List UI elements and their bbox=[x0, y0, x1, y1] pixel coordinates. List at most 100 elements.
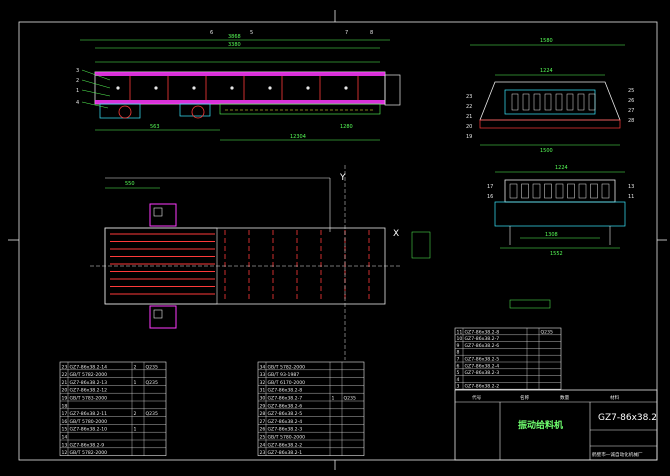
table-cell: 18 bbox=[62, 403, 68, 409]
end-bottom-dim-1: 1224 bbox=[555, 165, 568, 171]
table-cell: 17 bbox=[62, 411, 68, 417]
end-bottom-dim-2: 1308 bbox=[545, 232, 558, 238]
end-top-cell bbox=[533, 93, 541, 111]
table-cell: GB/T 5780-2000 bbox=[70, 419, 108, 425]
end-top-callout: 28 bbox=[628, 118, 634, 124]
table-cell: GB/T 93-1987 bbox=[268, 372, 300, 378]
bolt-mark bbox=[306, 86, 310, 90]
title-col-2: 名称 bbox=[520, 394, 530, 401]
side-callout-7: 7 bbox=[345, 30, 348, 36]
end-top-callout: 23 bbox=[466, 94, 472, 100]
side-callout-8: 8 bbox=[370, 30, 373, 36]
end-bottom-cell bbox=[590, 183, 598, 199]
drawing-title: 振动给料机 bbox=[518, 419, 563, 431]
table-cell: 31 bbox=[260, 388, 266, 394]
table-cell: GB/T 5782-2000 bbox=[70, 372, 108, 378]
bolt-mark bbox=[344, 86, 348, 90]
bolt-mark bbox=[192, 86, 196, 90]
table-cell: 20 bbox=[62, 388, 68, 394]
table-cell: GZ7-86x38.2-2 bbox=[268, 442, 303, 448]
table-cell: 5 bbox=[457, 370, 460, 376]
table-cell: 11 bbox=[457, 329, 463, 335]
table-cell: GZ7-86x38.2-4 bbox=[268, 419, 303, 425]
end-top-callout: 19 bbox=[466, 134, 472, 140]
side-bottom-dim-1: 563 bbox=[150, 124, 160, 130]
side-bottom-dim-3: 1280 bbox=[340, 124, 353, 130]
table-cell: 8 bbox=[457, 350, 460, 356]
end-top-callout: 27 bbox=[628, 108, 634, 114]
side-top-dim-2: 3380 bbox=[228, 42, 241, 48]
end-bottom-cell bbox=[601, 183, 610, 199]
table-cell: 3 bbox=[457, 384, 460, 390]
table-cell: GZ7-86x38.2-5 bbox=[268, 411, 303, 417]
side-bottom-dim-2: 12304 bbox=[290, 134, 306, 140]
end-bottom-cell bbox=[567, 183, 575, 199]
table-cell: Q235 bbox=[344, 396, 356, 402]
drawing-number: GZ7-86x38.2 bbox=[598, 413, 657, 423]
bolt-mark bbox=[116, 86, 120, 90]
end-top-cell bbox=[511, 93, 519, 111]
table-cell: 1 bbox=[332, 396, 335, 402]
table-cell: GZ7-86x38.2-6 bbox=[268, 403, 303, 409]
table-cell: 30 bbox=[260, 396, 266, 402]
table-cell: GZ7-86x38.2-3 bbox=[268, 427, 303, 433]
table-cell: 23 bbox=[260, 450, 266, 456]
end-bottom-dim-3: 1552 bbox=[550, 251, 563, 257]
table-cell: Q235 bbox=[146, 380, 158, 386]
table-cell: 33 bbox=[260, 372, 266, 378]
table-cell: 15 bbox=[62, 427, 68, 433]
title-block[interactable]: 代号 名称 数量 材料 振动给料机 GZ7-86x38.2 鹤壁市一诚自动化机械… bbox=[454, 389, 658, 461]
table-cell: 22 bbox=[62, 372, 68, 378]
table-cell: GZ7-86x38.2-7 bbox=[268, 396, 303, 402]
title-col-1: 代号 bbox=[472, 394, 482, 401]
end-top-callout: 22 bbox=[466, 104, 472, 110]
table-cell: 1 bbox=[134, 427, 137, 433]
bolt-mark bbox=[230, 86, 234, 90]
bolt-mark bbox=[268, 86, 272, 90]
table-cell: GZ7-86x38.2-11 bbox=[70, 411, 108, 417]
table-cell: GZ7-86x38.2-6 bbox=[465, 343, 500, 349]
table-cell: 2 bbox=[134, 411, 137, 417]
table-cell: GZ7-86x38.2-8 bbox=[465, 329, 500, 335]
side-callout-2: 2 bbox=[76, 78, 79, 84]
side-callout-3: 3 bbox=[76, 68, 79, 74]
table-cell: 21 bbox=[62, 380, 68, 386]
end-bottom-cell bbox=[544, 183, 552, 199]
company-name: 鹤壁市一诚自动化机械厂 bbox=[592, 451, 643, 458]
end-bottom-callout: 11 bbox=[628, 194, 634, 200]
end-top-cell bbox=[522, 93, 530, 111]
side-elevation-view[interactable]: 3868 3380 3 2 1 4 6 5 7 8 563 12304 1280 bbox=[76, 30, 401, 141]
table-cell: 27 bbox=[260, 419, 266, 425]
table-cell: GB/T 5780-2000 bbox=[268, 435, 306, 441]
table-cell: 34 bbox=[260, 364, 266, 370]
table-cell: GZ7-86x38.2-13 bbox=[70, 380, 108, 386]
table-cell: 7 bbox=[457, 357, 460, 363]
table-cell: GZ7-86x38.2-3 bbox=[465, 370, 500, 376]
table-cell: 23 bbox=[62, 364, 68, 370]
end-bottom-cell bbox=[532, 183, 541, 199]
table-cell: 19 bbox=[62, 396, 68, 402]
bolt-mark bbox=[154, 86, 158, 90]
end-bottom-callout: 16 bbox=[487, 194, 493, 200]
side-callout-6: 6 bbox=[210, 30, 213, 36]
end-top-cell bbox=[588, 93, 596, 111]
sheet-frame bbox=[18, 21, 658, 461]
table-cell: GB/T 5783-2000 bbox=[70, 396, 108, 402]
end-top-callout: 26 bbox=[628, 98, 634, 104]
table-border bbox=[454, 327, 562, 390]
table-cell: GB/T 5782-2000 bbox=[268, 364, 306, 370]
table-cell: 28 bbox=[260, 411, 266, 417]
table-cell: 14 bbox=[62, 435, 68, 441]
table-cell: GZ7-86x38.2-7 bbox=[465, 336, 500, 342]
table-cell: GZ7-86x38.2-1 bbox=[268, 450, 303, 456]
end-top-cell bbox=[577, 93, 585, 111]
end-bottom-callout: 17 bbox=[487, 184, 493, 190]
plan-view[interactable]: 550 Y X bbox=[90, 165, 551, 360]
table-cell: 4 bbox=[457, 377, 460, 383]
